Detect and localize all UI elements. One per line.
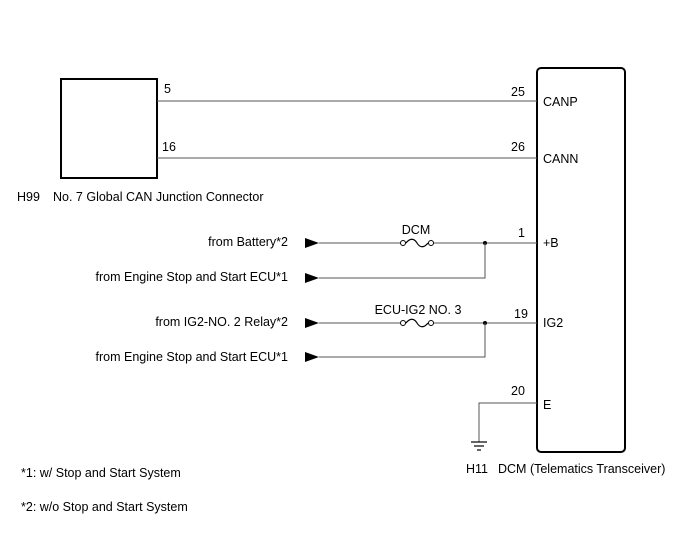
dcm-pin-canp-label: CANP xyxy=(543,95,578,109)
dcm-pin-cann-label: CANN xyxy=(543,152,578,166)
h99-pin-5: 5 xyxy=(164,82,171,96)
fuse-dcm-label: DCM xyxy=(402,223,430,237)
dcm-box xyxy=(536,67,626,453)
junction-connector-box xyxy=(60,78,158,179)
source-battery: from Battery*2 xyxy=(208,235,288,249)
fuse-terminal-icon xyxy=(400,320,406,326)
fuse-terminal-icon xyxy=(428,320,434,326)
arrow-icon xyxy=(305,318,319,328)
dcm-pin-e-label: E xyxy=(543,398,551,412)
engine-stop-start-wire-1 xyxy=(319,243,486,279)
dcm-pin-19: 19 xyxy=(514,307,528,321)
fuse-ecu-ig2-icon xyxy=(405,318,429,328)
note-2: *2: w/o Stop and Start System xyxy=(21,500,188,514)
source-ig2-relay: from IG2-NO. 2 Relay*2 xyxy=(155,315,288,329)
engine-stop-start-wire-2 xyxy=(319,323,486,358)
fuse-terminal-icon xyxy=(400,240,406,246)
arrow-icon xyxy=(305,352,319,362)
dcm-pin-25: 25 xyxy=(511,85,525,99)
dcm-pin-b-label: +B xyxy=(543,236,559,250)
dcm-pin-1: 1 xyxy=(518,226,525,240)
fuse-terminal-icon xyxy=(428,240,434,246)
fuse-dcm-icon xyxy=(405,238,429,248)
dcm-pin-20: 20 xyxy=(511,384,525,398)
arrow-icon xyxy=(305,238,319,248)
note-1: *1: w/ Stop and Start System xyxy=(21,466,181,480)
h99-name: No. 7 Global CAN Junction Connector xyxy=(53,190,264,204)
source-engine-stop-start-2: from Engine Stop and Start ECU*1 xyxy=(96,350,289,364)
h99-code: H99 xyxy=(17,190,40,204)
ground-wire xyxy=(478,402,537,442)
dcm-pin-26: 26 xyxy=(511,140,525,154)
arrow-icon xyxy=(305,273,319,283)
dcm-name: DCM (Telematics Transceiver) xyxy=(498,462,665,476)
fuse-ecu-ig2-label: ECU-IG2 NO. 3 xyxy=(375,303,462,317)
source-engine-stop-start-1: from Engine Stop and Start ECU*1 xyxy=(96,270,289,284)
h99-pin-16: 16 xyxy=(162,140,176,154)
dcm-pin-ig2-label: IG2 xyxy=(543,316,563,330)
dcm-code: H11 xyxy=(466,462,488,476)
